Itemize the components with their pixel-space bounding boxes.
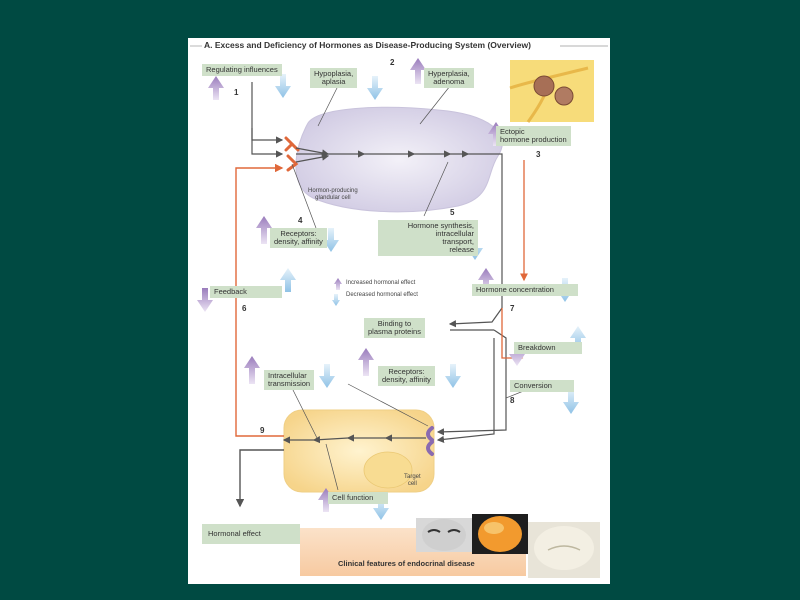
legend-increased: Increased hormonal effect xyxy=(346,280,416,286)
step-number-1: 1 xyxy=(234,88,239,97)
label-clinical-features: Clinical features of endocrinal disease xyxy=(338,559,475,568)
label-binding-line2: plasma proteins xyxy=(368,327,421,336)
label-target-cell: Target cell xyxy=(404,474,421,488)
label-target-line1: Target xyxy=(404,474,421,480)
breakdown-arrows xyxy=(509,326,586,366)
label-glandular-line2: glandular cell xyxy=(315,195,351,201)
label-receptors-bottom: Receptors: density, affinity xyxy=(378,366,435,386)
feedback-arrows xyxy=(197,268,296,312)
label-receptors-top: Receptors: density, affinity xyxy=(270,228,327,248)
label-receptors-bottom-line2: density, affinity xyxy=(382,375,431,384)
label-hormone-synthesis: Hormone synthesis, intracellular transpo… xyxy=(378,220,478,256)
receptor-top-symbol-2 xyxy=(286,154,299,172)
clinical-photo-face xyxy=(416,518,472,552)
label-receptors-bottom-line1: Receptors: xyxy=(388,367,425,376)
step-number-6: 6 xyxy=(242,304,247,313)
step-number-2: 2 xyxy=(390,58,395,67)
hyperplasia-arrow xyxy=(410,58,426,84)
label-glandular-cell: Hormon-producing glandular cell xyxy=(308,188,358,202)
label-target-line2: cell xyxy=(407,481,417,487)
diagram-page: A. Excess and Deficiency of Hormones as … xyxy=(188,38,610,584)
label-binding-line1: Binding to xyxy=(377,319,412,328)
label-hormonal-effect: Hormonal effect xyxy=(202,524,300,544)
label-intracellular-transmission: Intracellular transmission xyxy=(264,370,315,390)
conversion-arrows xyxy=(563,388,579,414)
step-number-8: 8 xyxy=(510,396,515,405)
receptor-bottom-symbol xyxy=(426,426,434,456)
label-intracellular-line1: Intracellular xyxy=(268,371,307,380)
regulating-arrows xyxy=(208,74,291,100)
legend-decreased: Decreased hormonal effect xyxy=(346,292,418,298)
clinical-photo-goiter xyxy=(472,514,528,554)
label-breakdown: Breakdown xyxy=(514,342,582,354)
step-number-3: 3 xyxy=(536,150,541,159)
label-hypoplasia-line2: aplasia xyxy=(321,77,346,86)
receptor-bottom-arrows xyxy=(358,348,461,388)
label-ectopic-line1: Ectopic xyxy=(500,127,525,136)
step-number-5: 5 xyxy=(450,208,455,217)
label-feedback: Feedback xyxy=(210,286,282,298)
label-ectopic-production: Ectopic hormone production xyxy=(496,126,571,146)
label-regulating-influences: Regulating influences xyxy=(202,64,282,76)
diagram-canvas xyxy=(190,45,608,578)
diagram-title: A. Excess and Deficiency of Hormones as … xyxy=(204,40,531,50)
label-synthesis-line4: release xyxy=(449,245,474,254)
label-hypoplasia: Hypoplasia, aplasia xyxy=(310,68,358,88)
step-number-7: 7 xyxy=(510,304,515,313)
ectopic-tumor-image xyxy=(509,60,594,123)
label-binding-plasma-proteins: Binding to plasma proteins xyxy=(364,318,425,338)
hypoplasia-arrow xyxy=(367,76,383,100)
intracellular-arrows xyxy=(244,356,335,388)
label-intracellular-line2: transmission xyxy=(268,379,311,388)
clinical-photo-abdomen xyxy=(528,522,600,578)
label-synthesis-line2: intracellular xyxy=(435,229,474,238)
label-hormone-concentration: Hormone concentration xyxy=(472,284,578,296)
label-receptors-top-line1: Receptors: xyxy=(280,229,317,238)
label-conversion: Conversion xyxy=(510,380,574,392)
label-hypoplasia-line1: Hypoplasia, xyxy=(314,69,354,78)
label-receptors-top-line2: density, affinity xyxy=(274,237,323,246)
target-cell-nucleus xyxy=(363,451,413,489)
step-number-4: 4 xyxy=(298,216,303,225)
legend-arrows xyxy=(332,278,342,306)
step-number-9: 9 xyxy=(260,426,265,435)
label-ectopic-line2: hormone production xyxy=(500,135,567,144)
label-hyperplasia-line2: adenoma xyxy=(433,77,465,86)
label-glandular-line1: Hormon-producing xyxy=(308,188,358,194)
label-cell-function: Cell function xyxy=(328,492,388,504)
label-hyperplasia: Hyperplasia, adenoma xyxy=(424,68,474,88)
glandular-cell xyxy=(295,106,503,213)
label-synthesis-line3: transport, xyxy=(442,237,474,246)
label-hyperplasia-line1: Hyperplasia, xyxy=(428,69,470,78)
label-synthesis-line1: Hormone synthesis, xyxy=(407,221,474,230)
receptor-top-symbol xyxy=(284,136,300,152)
receptor-top-arrows xyxy=(256,216,339,252)
